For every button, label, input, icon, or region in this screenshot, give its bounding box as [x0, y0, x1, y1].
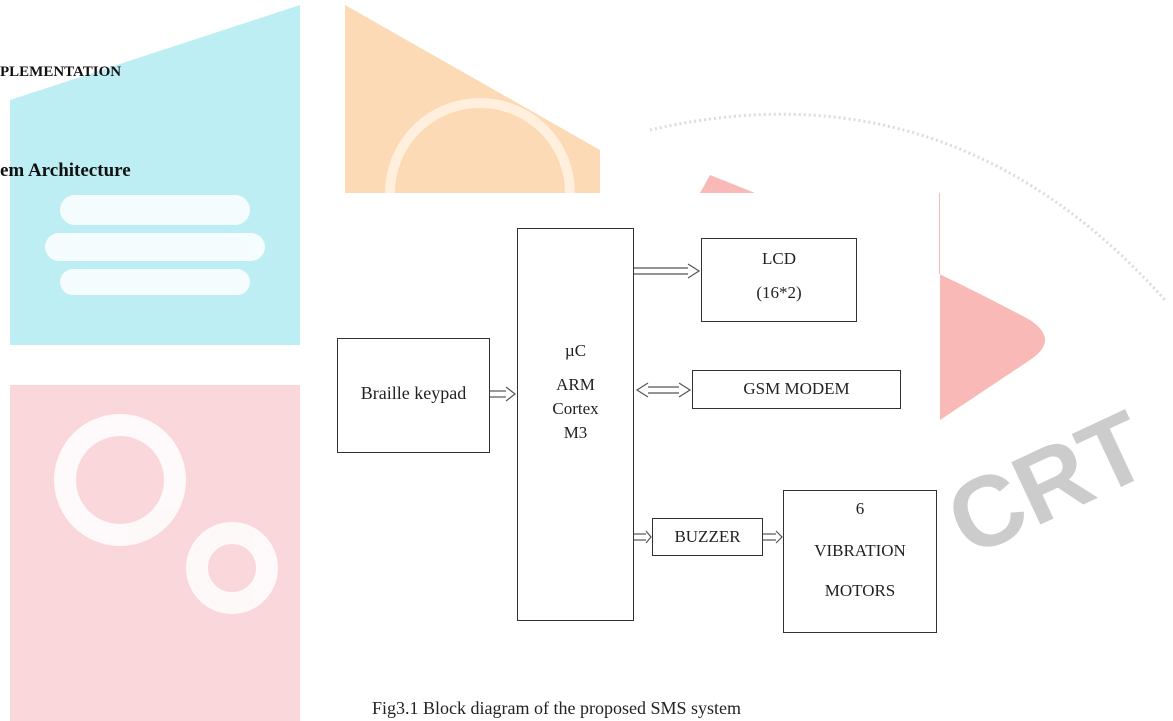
lcd-label-1: LCD: [762, 249, 796, 268]
cloud-icon: [45, 195, 265, 295]
controller-label-4: M3: [563, 423, 588, 442]
figure-caption: Fig3.1 Block diagram of the proposed SMS…: [372, 698, 741, 718]
controller-label-2: ARM: [556, 375, 595, 394]
lcd-block: LCD (16*2): [701, 238, 857, 322]
subsection-heading: em Architecture: [0, 160, 131, 181]
controller-label-1: µC: [564, 341, 587, 360]
watermark-red-arrow: [700, 175, 1045, 420]
keypad-to-controller-arrow: [490, 386, 516, 402]
braille-keypad-label: Braille keypad: [360, 383, 467, 403]
connector-arrows: [490, 263, 783, 544]
sun-icon: [385, 98, 575, 194]
gsm-modem-block: GSM MODEM: [692, 370, 901, 409]
controller-block: µC ARM Cortex M3: [517, 228, 634, 621]
braille-keypad-block: Braille keypad: [337, 338, 490, 453]
controller-label-3: Cortex: [552, 399, 599, 418]
block-diagram: Braille keypad µC ARM Cortex M3 LCD (16*…: [337, 193, 939, 663]
watermark-grey-arc: [649, 112, 1167, 302]
section-heading: PLEMENTATION: [0, 64, 122, 80]
buzzer-to-motors-arrow: [763, 530, 783, 544]
gsm-modem-label: GSM MODEM: [743, 379, 850, 398]
watermark-text: CRT: [931, 390, 1165, 578]
controller-to-buzzer-arrow: [634, 530, 652, 544]
buzzer-block: BUZZER: [652, 518, 763, 556]
motors-label-3: MOTORS: [824, 581, 896, 600]
motors-label-2: VIBRATION: [814, 541, 906, 560]
lcd-label-2: (16*2): [756, 283, 802, 302]
controller-gsm-bidirectional-arrow: [635, 382, 692, 398]
motors-label-1: 6: [855, 499, 865, 518]
watermark-pink-hexagon: [10, 385, 300, 721]
gears-icon: [54, 414, 278, 614]
buzzer-label: BUZZER: [674, 527, 741, 546]
vibration-motors-block: 6 VIBRATION MOTORS: [783, 490, 937, 633]
controller-to-lcd-arrow: [634, 263, 701, 279]
